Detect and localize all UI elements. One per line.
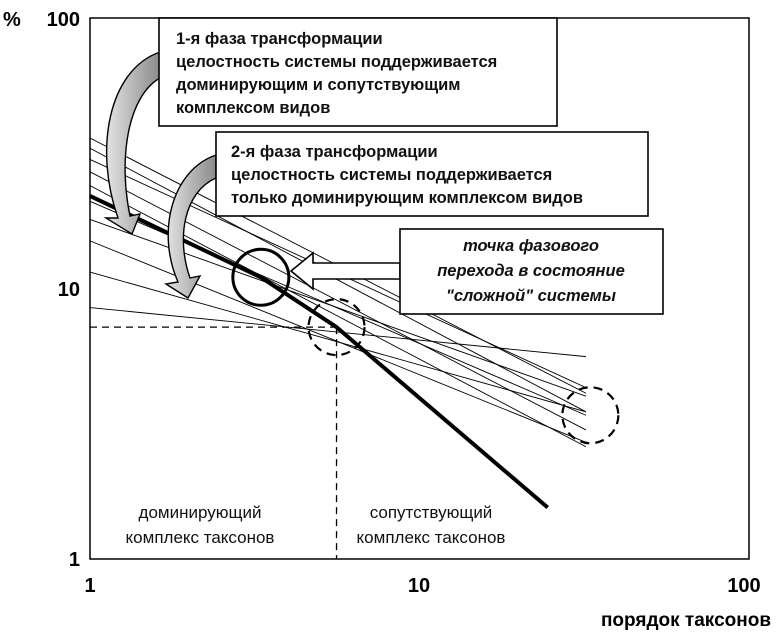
transition-box bbox=[399, 228, 664, 315]
transition-line-1: точка фазового bbox=[463, 237, 599, 255]
transition-line-2: перехода в состояние bbox=[437, 262, 625, 280]
x-tick-1: 1 bbox=[84, 575, 95, 597]
accompanying-region-line-1: сопутствующий bbox=[370, 503, 493, 522]
dominant-region-line-1: доминирующий bbox=[139, 503, 262, 522]
transition-line-3: "сложной" системы bbox=[446, 287, 616, 305]
y-tick-1: 1 bbox=[69, 549, 80, 571]
thin-line-2 bbox=[89, 147, 587, 413]
x-tick-100: 100 bbox=[727, 575, 760, 597]
phase1-line-1: 1-я фаза трансформации bbox=[176, 30, 383, 48]
phase2-box bbox=[215, 131, 649, 217]
thin-line-5 bbox=[89, 185, 587, 448]
reference-guides-group bbox=[90, 326, 338, 559]
phase1-curved-arrow bbox=[103, 51, 161, 236]
thin-line-9 bbox=[89, 271, 587, 413]
phase2-line-1: 2-я фаза трансформации bbox=[231, 143, 438, 161]
phase2-line-3: только доминирующим комплексом видов bbox=[231, 189, 583, 207]
phase2-annotation: 2-я фаза трансформации целостность систе… bbox=[215, 131, 649, 217]
x-tick-10: 10 bbox=[408, 575, 430, 597]
phase1-box bbox=[158, 17, 558, 127]
accompanying-region-line-2: комплекс таксонов bbox=[357, 528, 506, 547]
dominant-region-line-2: комплекс таксонов bbox=[126, 528, 275, 547]
phase2-curved-arrow bbox=[164, 154, 217, 299]
x-axis-label: порядок таксонов bbox=[601, 610, 771, 631]
dashed-circle-1 bbox=[307, 297, 366, 357]
phase1-annotation: 1-я фаза трансформации целостность систе… bbox=[158, 17, 558, 127]
phase1-line-3: доминирующим и сопутствующим bbox=[176, 76, 461, 94]
y-unit-label: % bbox=[3, 9, 21, 31]
transition-point-circle bbox=[231, 247, 291, 307]
y-tick-100: 100 bbox=[47, 9, 80, 31]
phase1-line-4: комплексом видов bbox=[176, 99, 330, 117]
transition-annotation: точка фазового перехода в состояние "сло… bbox=[399, 228, 664, 315]
circles-group bbox=[231, 247, 620, 445]
thin-line-10 bbox=[89, 307, 586, 358]
phase1-line-2: целостность системы поддерживается bbox=[176, 53, 497, 71]
dashed-circle-2 bbox=[561, 386, 620, 445]
y-tick-10: 10 bbox=[58, 279, 80, 301]
phase2-line-2: целостность системы поддерживается bbox=[231, 166, 552, 184]
